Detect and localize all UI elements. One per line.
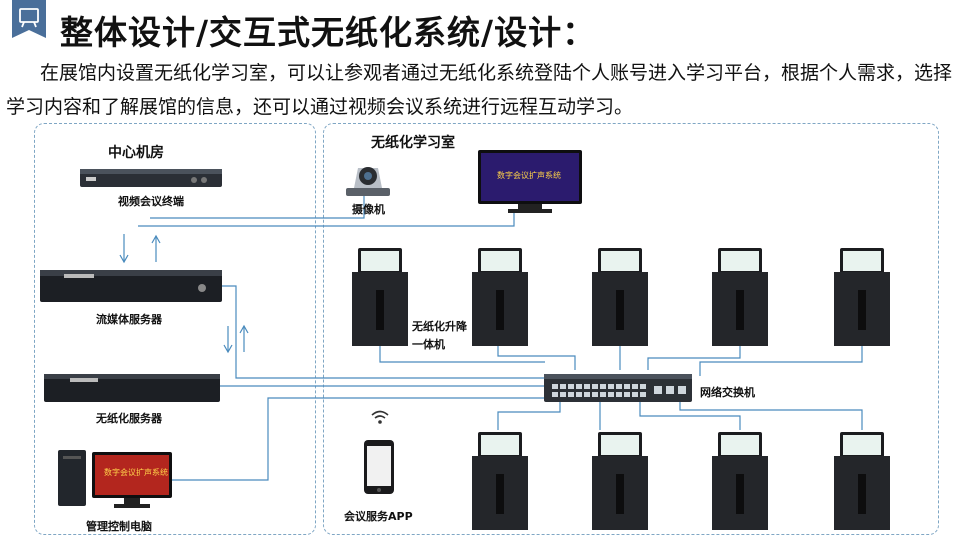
switch-label: 网络交换机 bbox=[700, 386, 755, 399]
lift-terminal-icon bbox=[834, 248, 890, 346]
paperless-server-icon bbox=[44, 374, 220, 402]
lift-terminal-label-line2: 一体机 bbox=[412, 338, 445, 351]
display-icon bbox=[478, 150, 582, 213]
paperless-server-label: 无纸化服务器 bbox=[96, 412, 162, 425]
center-room-label: 中心机房 bbox=[108, 145, 164, 161]
wifi-icon bbox=[371, 410, 389, 424]
stream-server-icon bbox=[40, 270, 222, 302]
meeting-room-icon bbox=[19, 8, 39, 28]
intro-paragraph: 在展馆内设置无纸化学习室，可以让参观者通过无纸化系统登陆个人账号进入学习平台，根… bbox=[6, 62, 953, 118]
title-badge bbox=[12, 0, 46, 38]
lift-terminal-icon bbox=[472, 248, 528, 346]
page-title: 整体设计/交互式无纸化系统/设计： bbox=[60, 13, 597, 52]
desktop-pc-icon bbox=[58, 450, 172, 508]
study-room-label: 无纸化学习室 bbox=[371, 135, 455, 151]
study-room-zone bbox=[323, 123, 939, 535]
lift-terminal-icon bbox=[712, 432, 768, 530]
pc-screen-text: 数字会议扩声系统 bbox=[104, 468, 168, 477]
video-terminal-icon bbox=[80, 169, 222, 187]
lift-terminal-icon bbox=[712, 248, 768, 346]
lift-terminal-icon bbox=[834, 432, 890, 530]
lift-terminal-icon bbox=[592, 432, 648, 530]
network-switch-icon bbox=[544, 374, 692, 402]
stream-server-label: 流媒体服务器 bbox=[96, 313, 162, 326]
camera-label: 摄像机 bbox=[352, 203, 385, 216]
display-screen-text: 数字会议扩声系统 bbox=[497, 171, 561, 180]
lift-terminal-icon bbox=[352, 248, 408, 346]
ptz-camera-icon bbox=[346, 167, 390, 196]
app-label: 会议服务APP bbox=[344, 510, 413, 523]
video-terminal-label: 视频会议终端 bbox=[118, 195, 184, 208]
lift-terminal-label-line1: 无纸化升降 bbox=[412, 320, 467, 333]
smartphone-icon bbox=[364, 440, 394, 494]
lift-terminal-icon bbox=[592, 248, 648, 346]
lift-terminal-icon bbox=[472, 432, 528, 530]
control-pc-label: 管理控制电脑 bbox=[86, 520, 152, 533]
center-room-zone bbox=[34, 123, 316, 535]
